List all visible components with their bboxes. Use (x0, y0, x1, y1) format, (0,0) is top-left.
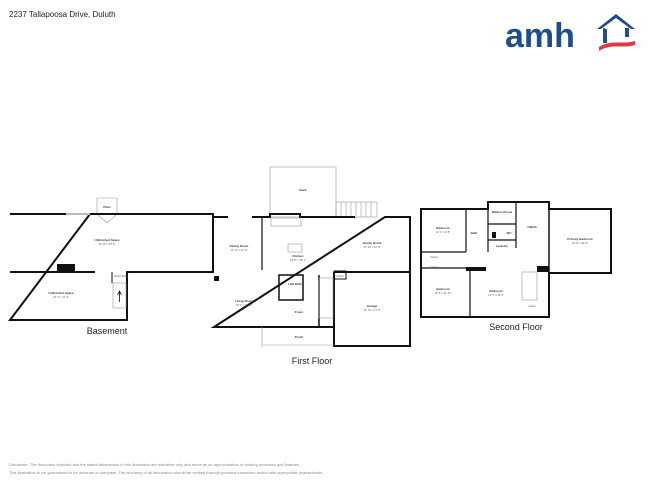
room-label: Closet (430, 265, 438, 269)
first-floor-walls (210, 213, 411, 347)
room-label: Bedroom (436, 287, 450, 291)
disclaimer-line-2: This illustration is not guaranteed to b… (9, 470, 324, 475)
deck-stairs (335, 201, 378, 218)
room-label: Bedroom (436, 226, 450, 230)
room-label: Bedroom (489, 289, 503, 293)
deck-outline (269, 166, 337, 218)
second-floor-plan: Bedroom 12' 4" x 9' 8" Bath Walk-in Clos… (420, 201, 612, 332)
room-label: Laundry (496, 244, 508, 248)
basement-plan: Patio Unfinished Space 40' 10" x 15' 9" … (7, 197, 214, 336)
amh-logo: amh (505, 14, 635, 53)
second-floor-stairs (521, 271, 538, 301)
basement-stairs (112, 282, 127, 309)
room-label: Living Room (235, 299, 253, 303)
patio-outline (96, 197, 118, 224)
floor-title-first: First Floor (292, 356, 333, 366)
room-dimensions: 17' 10" x 17' 3" (363, 308, 380, 312)
room-label: Dining Room (230, 244, 249, 248)
disclaimer-line-1: Disclaimer: The floorplans depicted and … (9, 462, 301, 467)
svg-text:amh: amh (505, 17, 575, 53)
property-address: 2237 Tallapoosa Drive, Duluth (9, 10, 116, 19)
room-label: Closet (336, 274, 344, 278)
room-label: Unfinished Space (94, 238, 120, 242)
room-dimensions: 18' 8" x 13' 7" (290, 258, 306, 262)
room-label: Deck (299, 188, 307, 192)
room-label: Family Room (363, 241, 382, 245)
room-label: Primary Bedroom (567, 237, 593, 241)
room-label: Half Bath (288, 282, 301, 286)
room-dimensions: 11' 9" x 11' 10" (435, 291, 452, 295)
floor-title-basement: Basement (87, 326, 128, 336)
room-label: Closet (430, 255, 438, 259)
room-label: Bath (471, 231, 478, 235)
room-dimensions: 15' 2" x 11' 10" (236, 303, 253, 307)
room-label: Porch (295, 335, 304, 339)
basement-walls (7, 213, 214, 321)
room-label: P.Bath (527, 225, 536, 229)
room-label: WC (507, 231, 513, 235)
stairs-arrow-icon (117, 290, 122, 302)
room-label: Under Stairs (114, 274, 129, 278)
first-floor-plan: Deck Dining Room 13' 10" x 10' 8" Kitche… (210, 166, 411, 366)
floor-title-second: Second Floor (489, 322, 543, 332)
room-label: Unfinished Space (48, 291, 74, 295)
room-dimensions: 40' 10" x 15' 9" (98, 242, 115, 246)
first-floor-stairs (318, 277, 334, 319)
basement-fireplace-block (57, 264, 75, 271)
room-label: Patio (103, 205, 111, 209)
room-dimensions: 12' 4" x 9' 8" (436, 230, 450, 234)
room-dimensions: 15' 8" x 14' 6" (572, 241, 588, 245)
room-label: Walk-in Closet (492, 210, 513, 214)
room-label: Kitchen (292, 254, 303, 258)
room-dimensions: 13' 9" x 10' 8" (488, 293, 504, 297)
room-dimensions: 13' 10" x 10' 8" (230, 248, 247, 252)
room-label: Foyer (295, 310, 304, 314)
room-dimensions: 24' 3" x 11' 3" (53, 295, 69, 299)
room-label: Garage (367, 304, 378, 308)
room-dimensions: 17' 10" x 12' 8" (363, 245, 380, 249)
room-label: Closet (528, 304, 536, 308)
